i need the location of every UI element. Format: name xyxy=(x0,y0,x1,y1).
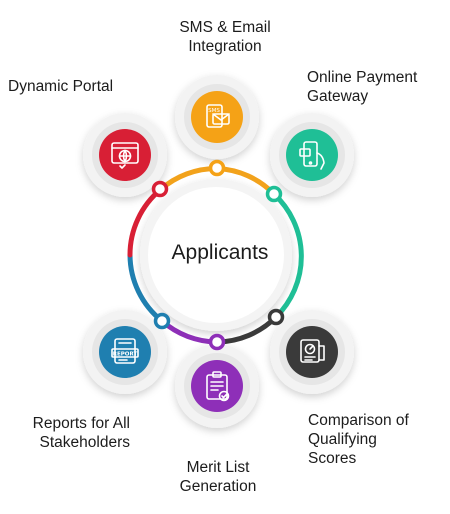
feature-label-line: Qualifying xyxy=(308,431,377,448)
ring-connector-dot xyxy=(151,180,169,198)
sms-icon-text: SMS xyxy=(208,108,220,114)
node-colored-circle xyxy=(286,129,338,181)
ring-connector-dot xyxy=(208,159,226,177)
feature-label-comparison: Comparison of Qualifying Scores xyxy=(308,411,409,468)
report-icon-text: REPORT xyxy=(113,352,138,358)
feature-node-reports: REPORT xyxy=(83,310,167,394)
report-icon: REPORT xyxy=(111,338,139,364)
feature-node-portal xyxy=(83,113,167,197)
node-colored-circle xyxy=(99,129,151,181)
node-colored-circle xyxy=(286,326,338,378)
web-portal-icon xyxy=(111,142,139,169)
ring-connector-dot xyxy=(153,312,171,330)
feature-label-merit: Merit List Generation xyxy=(168,458,268,496)
sms-email-icon: SMS xyxy=(206,104,230,128)
ring-connector-dot xyxy=(267,308,285,326)
feature-node-sms: SMS xyxy=(175,75,259,159)
hub-inner-circle xyxy=(148,187,284,323)
ring-arc-payment xyxy=(271,191,304,320)
feature-label-line: Reports for All xyxy=(32,415,130,432)
feature-label-line: Stakeholders xyxy=(39,434,130,451)
feature-label-line: Scores xyxy=(308,450,357,467)
feature-label-line: Dynamic Portal xyxy=(8,78,114,95)
clipboard-list-icon xyxy=(206,371,230,402)
feature-node-merit xyxy=(175,344,259,428)
feature-label-line: Comparison of xyxy=(308,412,409,429)
feature-node-comparison xyxy=(270,310,354,394)
score-comparison-icon xyxy=(300,339,325,363)
feature-label-portal: Dynamic Portal xyxy=(8,77,113,96)
ring-connector-dot xyxy=(265,185,283,203)
feature-label-line: Online Payment xyxy=(307,69,418,86)
feature-label-payment: Online Payment Gateway xyxy=(307,68,417,106)
ring-connector-dot xyxy=(208,333,226,351)
hub-title: Applicants xyxy=(171,241,269,264)
feature-label-reports: Reports for All Stakeholders xyxy=(18,414,130,452)
node-colored-circle xyxy=(99,326,151,378)
mobile-payment-icon xyxy=(299,141,325,170)
feature-label-line: Generation xyxy=(179,478,257,495)
feature-label-sms: SMS & Email Integration xyxy=(170,18,280,56)
feature-label-line: Integration xyxy=(188,38,262,55)
feature-label-line: Gateway xyxy=(307,88,369,105)
feature-label-line: Merit List xyxy=(186,459,250,476)
feature-label-line: SMS & Email xyxy=(179,19,271,36)
feature-node-payment xyxy=(270,113,354,197)
